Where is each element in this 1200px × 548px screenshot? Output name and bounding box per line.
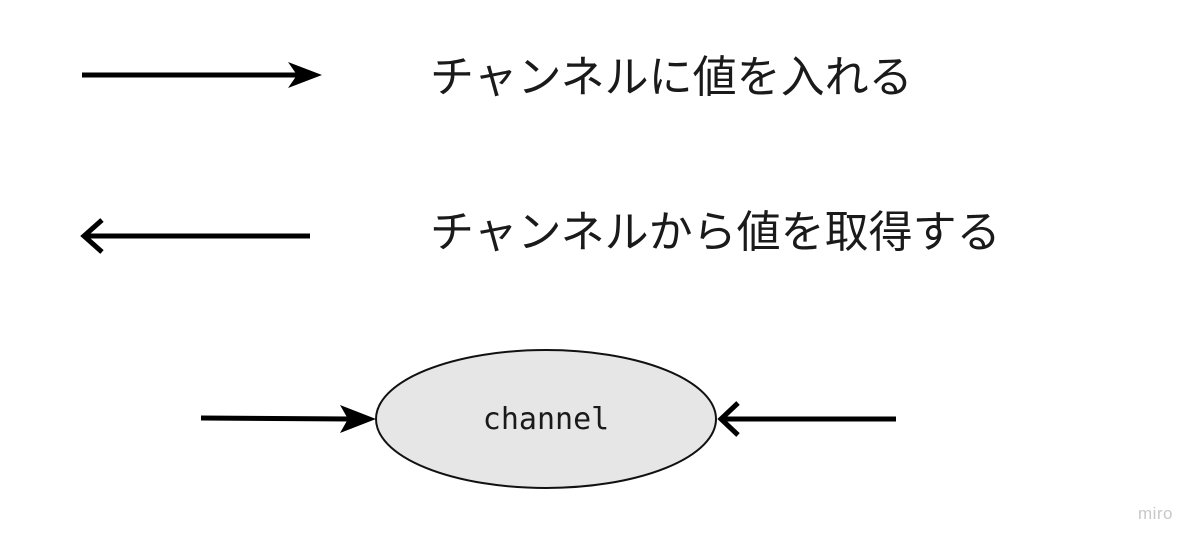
get-arrow-head — [80, 218, 104, 254]
incoming-put-arrow-shaft — [200, 415, 351, 422]
channel-node-label: channel — [483, 402, 609, 437]
legend-put-label: チャンネルに値を入れる — [430, 52, 913, 103]
legend-get: チャンネルから値を取得する — [80, 207, 1001, 258]
legend-put: チャンネルに値を入れる — [82, 52, 913, 103]
channel-node-group: channel — [200, 349, 896, 489]
put-arrow-head — [288, 62, 322, 88]
incoming-put-arrow-head — [340, 405, 376, 433]
channel-node — [375, 349, 717, 489]
legend-get-label: チャンネルから値を取得する — [430, 207, 1001, 258]
miro-watermark: miro — [1138, 504, 1173, 523]
incoming-get-arrow-head — [717, 401, 740, 437]
